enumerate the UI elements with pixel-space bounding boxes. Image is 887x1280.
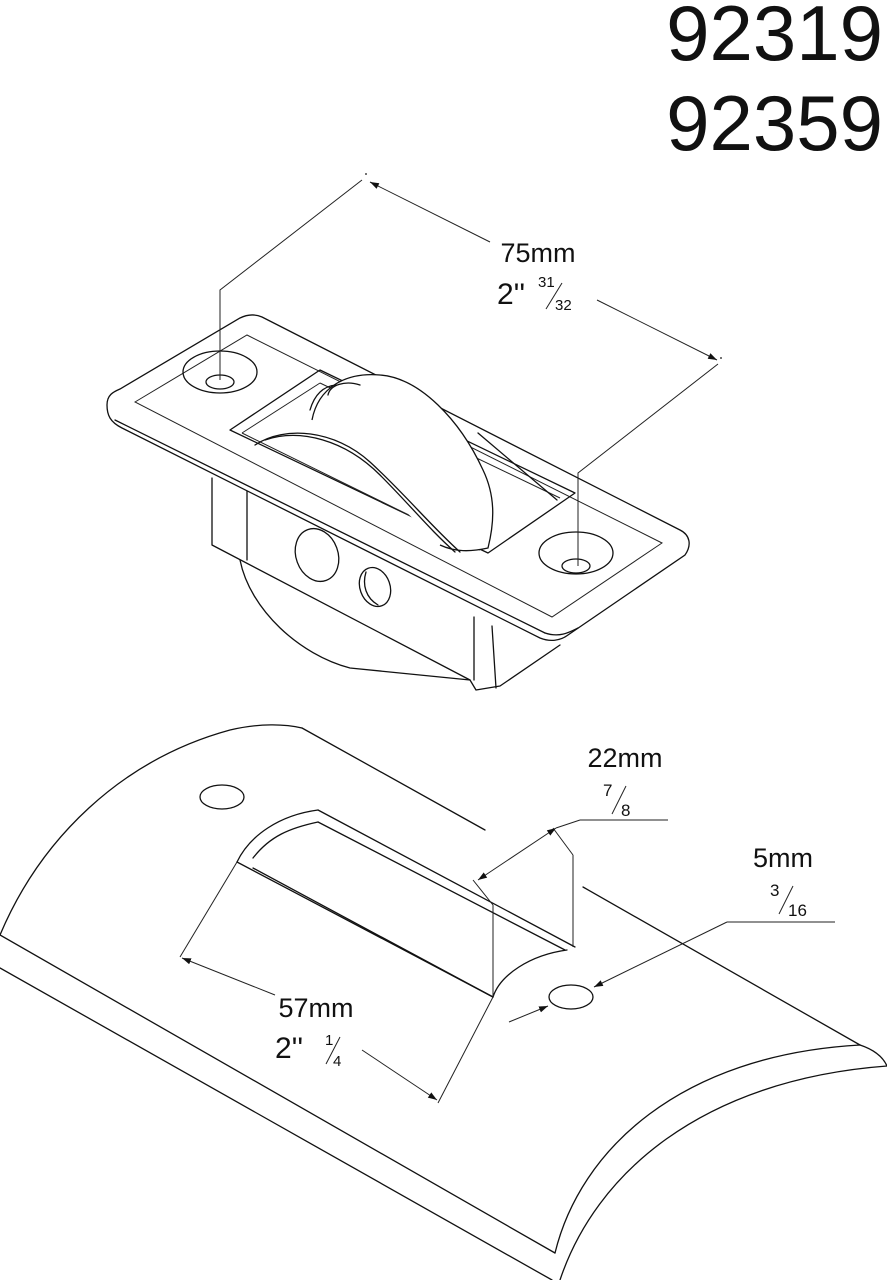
cutout-inch-denominator: 4 (333, 1053, 341, 1070)
installation-cutout-drawing (0, 724, 887, 1280)
part-number-2: 92359 (666, 79, 883, 167)
length-inch-whole: 2'' (497, 278, 525, 311)
cutout-fraction-bar (325, 1036, 341, 1065)
pulley-wheel-drawing (106, 173, 722, 691)
length-fraction-bar (545, 282, 563, 310)
width-inch-denominator: 8 (621, 801, 630, 820)
length-inch-denominator: 32 (555, 297, 572, 314)
cutout-inch-whole: 2'' (275, 1032, 303, 1065)
hole-metric-label: 5mm (753, 843, 813, 873)
width-fraction-bar (611, 785, 627, 815)
cutout-metric-label: 57mm (278, 993, 353, 1023)
width-metric-label: 22mm (587, 743, 662, 773)
hole-inch-numerator: 3 (770, 881, 779, 900)
length-inch-numerator: 31 (538, 274, 555, 291)
part-number-1: 92319 (666, 0, 883, 77)
hole-inch-denominator: 16 (788, 901, 807, 920)
cutout-inch-numerator: 1 (325, 1032, 333, 1049)
width-inch-numerator: 7 (603, 781, 612, 800)
hole-fraction-bar (778, 885, 794, 915)
length-metric-label: 75mm (500, 238, 575, 268)
